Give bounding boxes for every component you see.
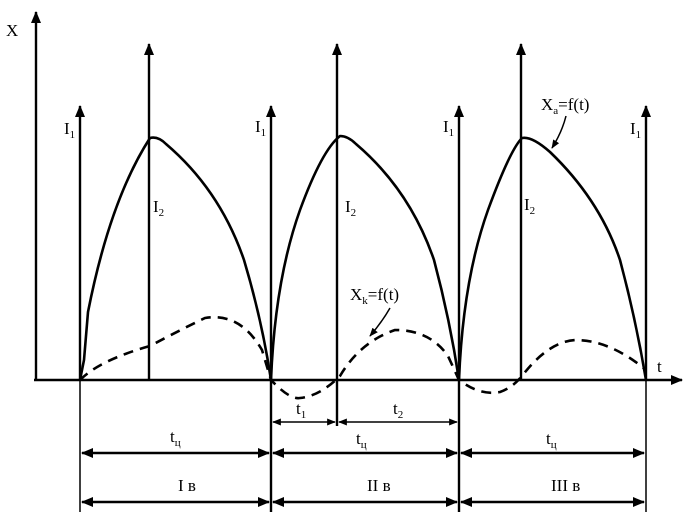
y-axis-label: X — [6, 21, 18, 40]
label-i1-4: I1 — [630, 119, 641, 141]
label-t2: t2 — [393, 399, 403, 421]
label-xk: Xk=f(t) — [350, 285, 399, 307]
label-phase-3: III в — [551, 476, 580, 495]
x-axis-label: t — [657, 357, 662, 376]
xa-curve-2 — [269, 134, 461, 382]
label-i1-1: I1 — [64, 119, 75, 141]
label-i1-2: I1 — [255, 117, 266, 139]
label-i2-1: I2 — [153, 197, 164, 219]
xa-curve-1 — [78, 136, 273, 382]
label-xa: Xa=f(t) — [541, 95, 589, 117]
xk-curve — [79, 315, 647, 400]
label-t1: t1 — [296, 399, 306, 421]
label-phase-1: I в — [178, 476, 196, 495]
label-phase-2: II в — [367, 476, 391, 495]
pointer-xk — [369, 307, 391, 337]
label-i2-2: I2 — [345, 197, 356, 219]
label-i1-3: I1 — [443, 117, 454, 139]
pointer-xa — [551, 115, 567, 149]
label-tc-3: tц — [546, 429, 557, 451]
label-tc-2: tц — [356, 429, 367, 451]
xa-curve-3 — [457, 136, 648, 382]
label-tc-1: tц — [170, 427, 181, 449]
label-i2-3: I2 — [524, 195, 535, 217]
